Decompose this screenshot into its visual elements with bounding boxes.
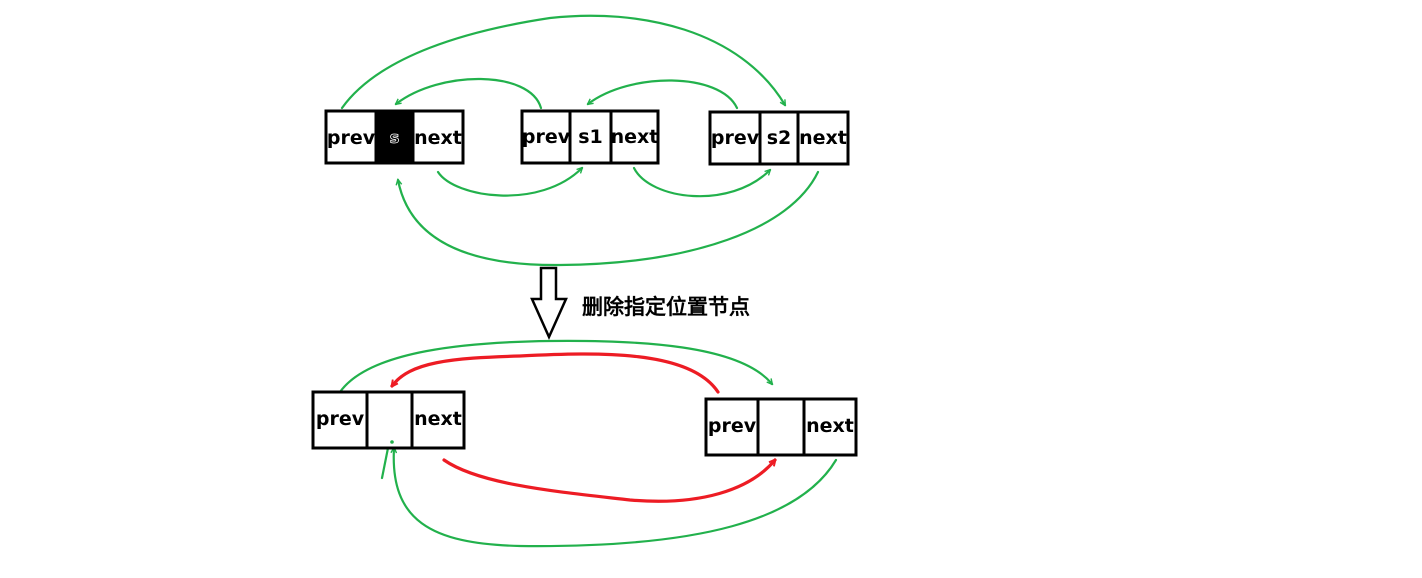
link-arrow <box>398 170 820 267</box>
link-arrow <box>338 339 772 394</box>
list-node: prev next <box>704 397 858 457</box>
link-arrow <box>588 79 739 110</box>
list-node: prev next <box>311 390 466 450</box>
operation-caption: 删除指定位置节点 <box>582 295 750 319</box>
prev-label: prev <box>327 127 376 149</box>
data-cell <box>758 110 800 166</box>
data-label: s1 <box>578 126 603 148</box>
link-arrow <box>394 448 838 548</box>
after-list: prev next prev next <box>311 339 858 548</box>
next-label: next <box>799 127 847 149</box>
next-cell <box>796 110 850 166</box>
data-label: s2 <box>767 127 792 149</box>
next-label: next <box>611 126 659 148</box>
data-label: s <box>390 128 400 147</box>
prev-label: prev <box>316 408 365 430</box>
removed-links <box>392 352 775 503</box>
next-cell <box>802 397 858 457</box>
prev-label: prev <box>522 126 571 148</box>
after-links <box>338 339 838 548</box>
link-arrow <box>436 168 582 197</box>
down-arrow-icon <box>530 266 568 341</box>
operation: 删除指定位置节点 <box>530 266 750 341</box>
next-cell <box>609 109 660 165</box>
next-cell <box>410 390 466 450</box>
link-arrow <box>340 14 785 110</box>
list-node: prev s1 next <box>520 109 660 165</box>
link-arrow <box>632 166 770 198</box>
next-label: next <box>414 408 462 430</box>
prev-cell <box>520 109 572 165</box>
dot-marker <box>390 440 394 444</box>
data-cell <box>756 397 806 457</box>
data-cell <box>568 109 613 165</box>
link-arrow <box>396 77 543 110</box>
before-list: prev s next prev s1 next prev s2 next <box>324 14 850 267</box>
next-cell <box>411 109 465 165</box>
before-links <box>340 14 820 267</box>
list-node: prev s next <box>324 109 465 165</box>
prev-label: prev <box>708 415 757 437</box>
prev-cell <box>324 109 378 165</box>
next-label: next <box>414 127 462 149</box>
list-node: prev s2 next <box>708 110 850 166</box>
removed-link-arrow <box>442 460 775 503</box>
prev-cell <box>704 397 760 457</box>
prev-label: prev <box>711 127 760 149</box>
link-tail <box>380 446 390 480</box>
removed-link-arrow <box>392 352 720 394</box>
next-label: next <box>806 415 854 437</box>
data-cell <box>365 390 414 450</box>
